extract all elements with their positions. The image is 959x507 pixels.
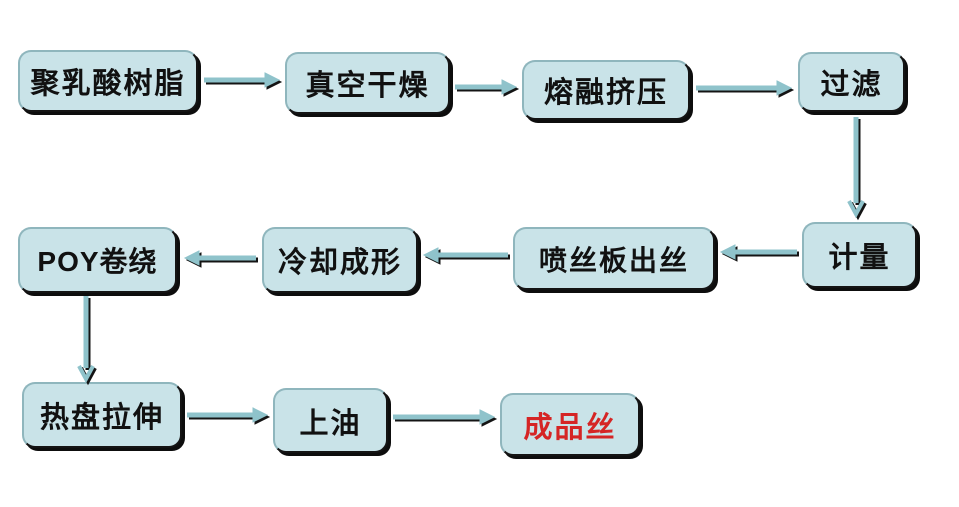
arrow-metering-to-spinneret-icon	[719, 244, 799, 262]
arrow-poy-to-hotplate-icon	[77, 296, 97, 386]
arrow-filtration-to-metering-icon	[847, 117, 867, 221]
arrow-cooling-to-poy-icon	[183, 250, 258, 268]
node-metering: 计量	[802, 222, 917, 288]
node-melt-extrusion: 熔融挤压	[522, 60, 690, 120]
arrow-hotplate-to-oiling-icon	[187, 407, 271, 425]
node-vacuum-drying: 真空干燥	[285, 52, 450, 114]
node-poy-winding: POY卷绕	[18, 227, 177, 293]
arrow-spinneret-to-cooling-icon	[422, 247, 510, 265]
arrow-vacuum-to-extrusion-icon	[455, 79, 520, 97]
node-oiling: 上油	[273, 388, 388, 453]
node-pla-resin: 聚乳酸树脂	[18, 50, 198, 112]
node-cooling-forming: 冷却成形	[262, 227, 418, 293]
arrow-extrusion-to-filtration-icon	[696, 80, 795, 98]
node-spinneret-output: 喷丝板出丝	[513, 227, 715, 290]
node-hot-plate-drawing: 热盘拉伸	[22, 382, 182, 448]
arrow-oiling-to-finished-icon	[393, 409, 498, 427]
arrow-pla-to-vacuum-icon	[204, 72, 283, 90]
node-finished-yarn: 成品丝	[500, 393, 640, 456]
node-filtration: 过滤	[798, 52, 905, 112]
